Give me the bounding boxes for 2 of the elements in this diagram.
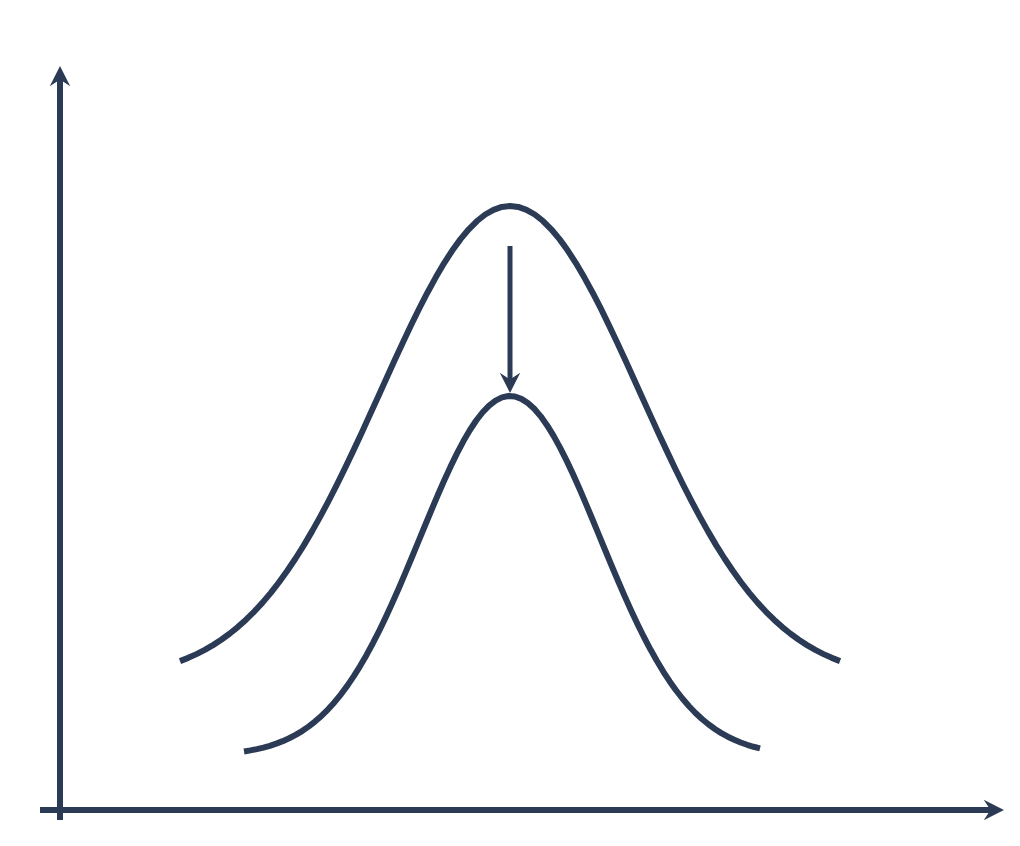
bell-curve	[178, 203, 842, 664]
bell-curve	[243, 393, 761, 755]
